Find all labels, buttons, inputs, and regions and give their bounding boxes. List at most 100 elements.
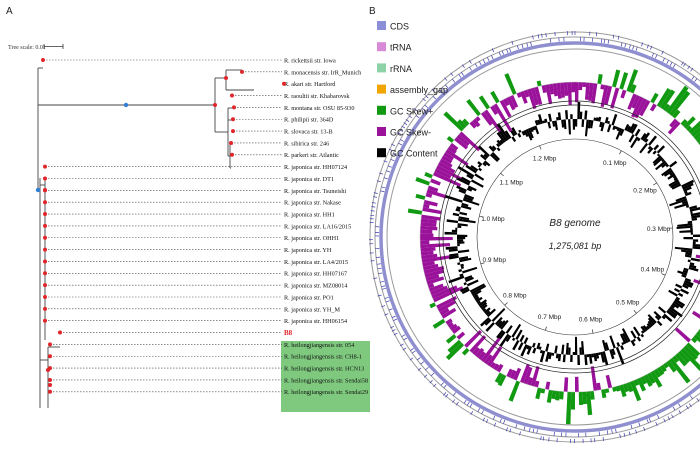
gc-content-bar [459,211,468,216]
cds-mark [371,202,376,204]
gc-skew-negative [523,89,530,98]
gc-content-bar [511,323,522,338]
gc-skew-negative [669,118,678,128]
gc-skew-negative [420,218,437,224]
gc-skew-positive [626,69,639,93]
genome-tick [479,215,484,218]
legend-label: GC Skew+ [390,106,433,116]
gc-content-bar [512,339,520,351]
gc-skew-positive [672,109,681,119]
gc-content-bar [459,286,469,293]
gc-content-bar [529,127,534,133]
gc-skew-negative [493,363,500,371]
taxon-label: R. japonica str. YH [284,247,332,254]
taxon-label: R. monacensis str. IrR_Munich [284,69,362,76]
support-node-red [43,271,47,276]
cds-mark [461,72,464,76]
gc-skew-negative [588,82,594,101]
cds-mark [393,332,398,336]
cds-mark [444,77,448,81]
gc-content-bar [464,193,475,200]
gc-content-bar [480,154,487,161]
gc-content-bar [551,120,556,127]
gc-skew-negative [631,94,641,109]
gc-skew-positive [685,342,700,357]
cds-mark [672,406,676,411]
gc-content-bar [523,337,529,345]
cds-mark [646,419,649,424]
support-node-red [48,342,52,347]
cds-mark [469,66,472,71]
gc-content-bar [577,102,581,120]
support-node-red [43,223,47,228]
cds-mark [384,297,389,299]
gc-skew-positive [615,385,621,392]
cds-mark [542,436,545,441]
cds-mark [372,196,377,198]
cds-mark [505,427,508,432]
gc-content-bar [584,110,588,120]
gc-content-bar [526,345,530,350]
gc-skew-negative [432,171,462,187]
cds-mark [451,78,456,83]
gc-skew-negative [639,99,651,117]
gc-content-bar [665,163,670,168]
cds-mark [663,418,666,423]
support-node-red [231,129,235,134]
support-node-red [43,295,47,299]
gc-content-bar [446,219,459,224]
gc-skew-positive [466,98,481,117]
gc-content-bar [565,110,569,120]
cds-mark [678,403,681,408]
gc-content-bar [671,183,682,190]
gc-content-bar [510,130,516,137]
gc-content-bar [451,229,458,233]
gc-content-bar [690,257,700,262]
gc-content-bar [689,262,695,266]
gc-content-bar [519,334,525,343]
gc-content-bar [602,351,609,366]
gc-content-bar [459,257,472,263]
gc-content-bar [457,262,461,266]
cds-mark [519,431,521,436]
gc-skew-negative [631,96,644,118]
gc-skew-positive [589,390,595,400]
cds-mark [661,50,664,55]
cds-mark [503,419,506,424]
gc-skew-negative [420,229,433,234]
cds-mark [628,44,631,49]
gc-content-bar [485,310,491,316]
gc-content-bar [464,275,473,281]
gc-content-bar [690,232,693,235]
gc-skew-negative [427,185,439,193]
gc-content-bar [477,164,481,168]
gc-content-bar [474,296,480,301]
legend-label: tRNA [390,43,412,53]
cds-mark [532,35,534,40]
cds-mark [641,42,644,47]
gc-skew-negative [509,94,519,108]
genome-tick-label: 1.1 Mbp [499,179,523,186]
cds-mark [402,347,407,351]
gc-content-bar [654,315,661,321]
cds-mark [388,148,393,151]
gc-content-bar [496,147,501,152]
cds-mark [429,380,433,384]
gc-content-bar [692,241,696,245]
cds-mark [474,63,478,68]
cds-mark [403,337,408,341]
gc-skew-positive [619,72,629,90]
cds-mark [491,48,495,53]
gc-content-bar [496,320,503,327]
gc-skew-positive [647,372,656,384]
gc-skew-negative [445,318,453,326]
gc-content-bar [646,322,652,329]
gc-skew-negative [423,199,438,207]
gc-content-bar [561,344,565,355]
gc-content-bar [475,296,483,303]
gc-skew-negative [426,276,445,285]
gc-content-bar [579,347,582,355]
gc-content-bar [642,132,651,142]
genome-tick-label: 0.2 Mbp [633,188,657,195]
genome-tick-label: 0.9 Mbp [482,257,506,264]
